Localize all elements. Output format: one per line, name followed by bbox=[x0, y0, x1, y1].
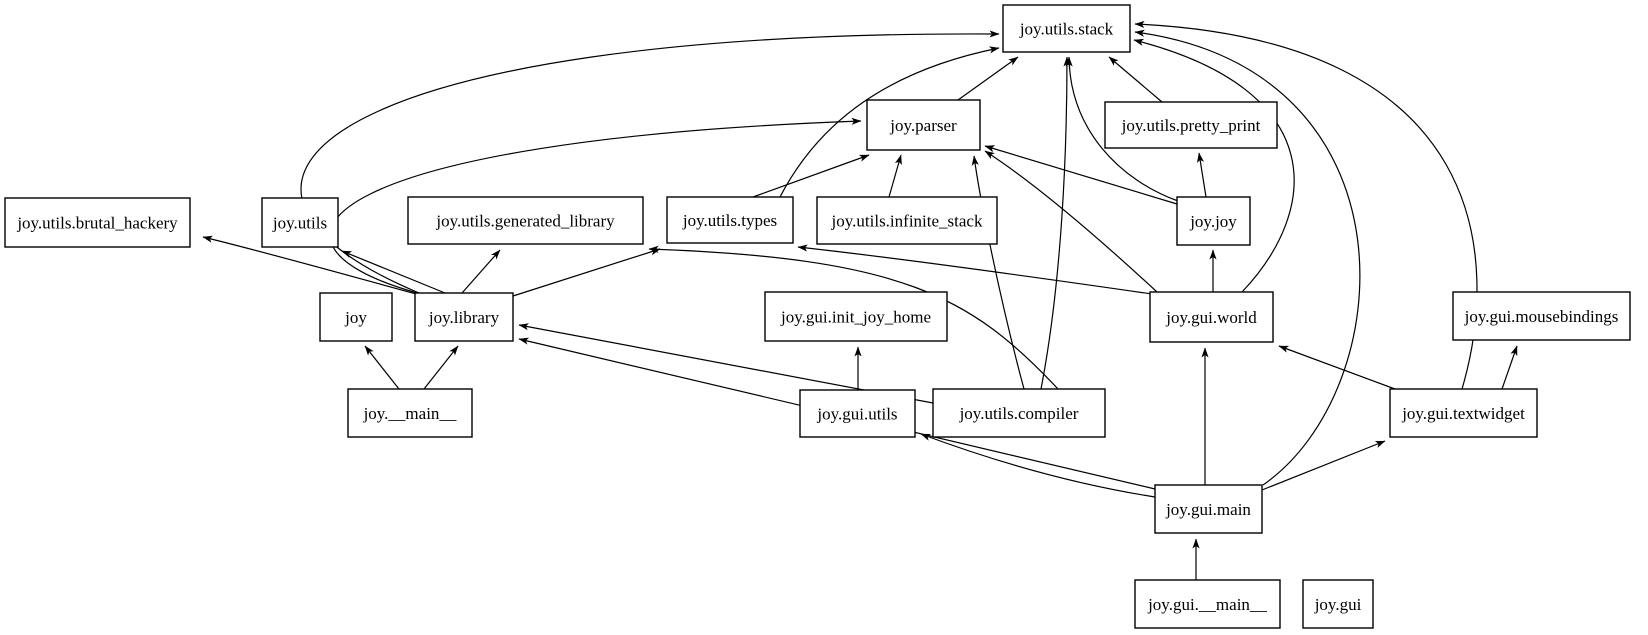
node-generated_library: joy.utils.generated_library bbox=[407, 196, 644, 245]
edge-gui_main-to-gui_utils bbox=[920, 433, 1156, 498]
node-label-library: joy.library bbox=[428, 308, 500, 327]
node-gui_main_dunder: joy.gui.__main__ bbox=[1134, 579, 1281, 629]
node-label-gui_main_dunder: joy.gui.__main__ bbox=[1147, 595, 1267, 614]
edge-library-to-types bbox=[512, 248, 661, 297]
edge-library-to-utils bbox=[341, 250, 446, 294]
node-box-utils bbox=[261, 197, 339, 248]
node-label-utils: joy.utils bbox=[272, 214, 327, 233]
node-box-init_joy_home bbox=[764, 291, 948, 342]
edge-joy_joy-to-stack bbox=[1065, 56, 1179, 202]
node-label-joy_main: joy.__main__ bbox=[363, 404, 457, 423]
node-label-stack: joy.utils.stack bbox=[1019, 20, 1114, 39]
node-brutal_hackery: joy.utils.brutal_hackery bbox=[4, 197, 191, 248]
node-box-joy bbox=[319, 292, 393, 342]
node-box-stack bbox=[1002, 4, 1131, 53]
node-joy_gui: joy.gui bbox=[1302, 579, 1374, 629]
node-parser: joy.parser bbox=[866, 99, 981, 151]
edge-infinite_stack-to-parser bbox=[888, 154, 902, 198]
node-label-init_joy_home: joy.gui.init_joy_home bbox=[780, 308, 931, 327]
edge-library-to-brutal_hackery bbox=[202, 235, 421, 296]
node-label-brutal_hackery: joy.utils.brutal_hackery bbox=[16, 214, 178, 233]
node-label-types: joy.utils.types bbox=[682, 211, 777, 230]
node-label-textwidget: joy.gui.textwidget bbox=[1401, 404, 1525, 423]
node-box-infinite_stack bbox=[816, 196, 998, 245]
node-label-compiler: joy.utils.compiler bbox=[959, 404, 1079, 423]
edge-pretty_print-to-stack bbox=[1108, 56, 1163, 103]
node-joy_main: joy.__main__ bbox=[347, 388, 473, 438]
node-box-compiler bbox=[932, 388, 1106, 438]
node-label-joy_gui: joy.gui bbox=[1314, 595, 1362, 614]
node-box-pretty_print bbox=[1104, 101, 1278, 149]
edge-world-to-stack bbox=[1133, 38, 1295, 293]
node-utils: joy.utils bbox=[261, 197, 339, 248]
edge-types-to-parser bbox=[752, 154, 870, 198]
node-label-joy_joy: joy.joy bbox=[1189, 212, 1237, 231]
node-textwidget: joy.gui.textwidget bbox=[1389, 388, 1538, 438]
node-box-joy_joy bbox=[1176, 196, 1251, 246]
node-pretty_print: joy.utils.pretty_print bbox=[1104, 101, 1278, 149]
node-box-brutal_hackery bbox=[4, 197, 191, 248]
node-box-joy_main bbox=[347, 388, 473, 438]
edge-library-to-generated_library bbox=[461, 249, 501, 294]
node-compiler: joy.utils.compiler bbox=[932, 388, 1106, 438]
nodes-layer: joy.utils.stack joy.parser joy.utils.prett… bbox=[4, 4, 1631, 629]
node-label-parser: joy.parser bbox=[889, 116, 957, 135]
node-box-library bbox=[414, 292, 514, 342]
node-box-gui_utils bbox=[799, 389, 916, 438]
node-label-gui_utils: joy.gui.utils bbox=[816, 405, 897, 424]
node-gui_utils: joy.gui.utils bbox=[799, 389, 916, 438]
node-joy_joy: joy.joy bbox=[1176, 196, 1251, 246]
edge-compiler-to-parser bbox=[971, 155, 1025, 390]
edge-joy_joy-to-parser bbox=[984, 145, 1178, 205]
edge-joy_joy-to-pretty_print bbox=[1196, 152, 1207, 198]
node-box-types bbox=[666, 196, 794, 244]
node-label-infinite_stack: joy.utils.infinite_stack bbox=[831, 212, 983, 231]
edge-types-to-stack bbox=[779, 46, 1000, 198]
node-gui_main: joy.gui.main bbox=[1154, 484, 1263, 534]
node-stack: joy.utils.stack bbox=[1002, 4, 1131, 53]
node-box-parser bbox=[866, 99, 981, 151]
node-label-generated_library: joy.utils.generated_library bbox=[435, 212, 615, 231]
node-label-gui_main: joy.gui.main bbox=[1165, 500, 1251, 519]
node-box-gui_main bbox=[1154, 484, 1263, 534]
node-label-world: joy.gui.world bbox=[1165, 308, 1257, 327]
node-types: joy.utils.types bbox=[666, 196, 794, 244]
edge-textwidget-to-world bbox=[1278, 345, 1396, 390]
edge-joy_main-to-joy bbox=[364, 345, 400, 390]
edge-gui_main-to-textwidget bbox=[1261, 440, 1386, 491]
edge-joy_main-to-library bbox=[423, 345, 459, 390]
node-mousebindings: joy.gui.mousebindings bbox=[1452, 291, 1631, 341]
node-box-gui_main_dunder bbox=[1134, 579, 1281, 629]
edge-world-to-types bbox=[797, 244, 1153, 295]
node-label-joy: joy bbox=[344, 308, 367, 327]
node-library: joy.library bbox=[414, 292, 514, 342]
edge-compiler-to-stack bbox=[1040, 56, 1071, 390]
edge-library-to-stack bbox=[300, 30, 1000, 294]
node-box-joy_gui bbox=[1302, 579, 1374, 629]
node-label-mousebindings: joy.gui.mousebindings bbox=[1464, 307, 1619, 326]
node-infinite_stack: joy.utils.infinite_stack bbox=[816, 196, 998, 245]
node-world: joy.gui.world bbox=[1149, 291, 1274, 343]
edge-textwidget-to-mousebindings bbox=[1501, 345, 1518, 390]
node-joy: joy bbox=[319, 292, 393, 342]
edge-parser-to-stack bbox=[957, 56, 1019, 101]
node-init_joy_home: joy.gui.init_joy_home bbox=[764, 291, 948, 342]
node-box-generated_library bbox=[407, 196, 644, 245]
node-box-mousebindings bbox=[1452, 291, 1631, 341]
node-box-textwidget bbox=[1389, 388, 1538, 438]
edge-compiler-to-generated_library bbox=[648, 245, 1059, 390]
node-box-world bbox=[1149, 291, 1274, 343]
edge-gui_main-to-stack bbox=[1134, 29, 1361, 486]
node-label-pretty_print: joy.utils.pretty_print bbox=[1121, 116, 1261, 135]
edge-library-to-parser bbox=[329, 117, 862, 294]
